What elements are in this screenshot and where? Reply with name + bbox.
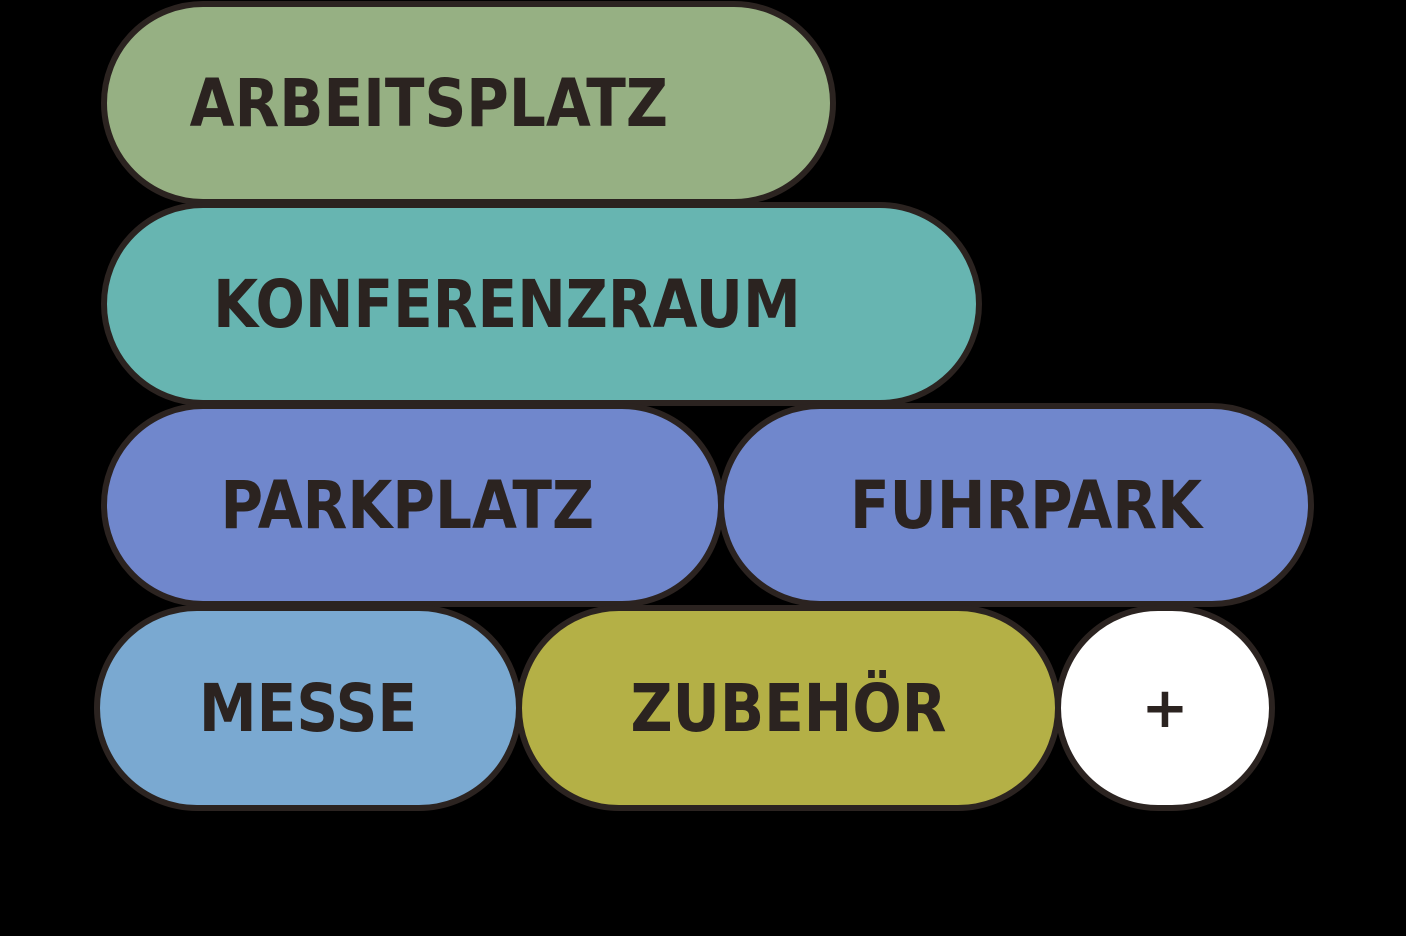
category-pill-parkplatz[interactable]: PARKPLATZ xyxy=(101,403,724,607)
category-label: KONFERENZRAUM xyxy=(212,265,801,343)
category-label: FUHRPARK xyxy=(849,466,1203,544)
category-pill-konferenzraum[interactable]: KONFERENZRAUM xyxy=(101,202,982,406)
category-pill-fuhrpark[interactable]: FUHRPARK xyxy=(718,403,1314,607)
category-pill-zubehoer[interactable]: ZUBEHÖR xyxy=(516,605,1061,811)
category-label: ZUBEHÖR xyxy=(630,669,947,747)
category-label: MESSE xyxy=(198,669,418,747)
plus-icon: + xyxy=(1141,675,1189,741)
category-pill-arbeitsplatz[interactable]: ARBEITSPLATZ xyxy=(101,1,836,205)
add-category-button[interactable]: + xyxy=(1055,605,1275,811)
category-label: PARKPLATZ xyxy=(220,466,595,544)
category-pill-messe[interactable]: MESSE xyxy=(94,605,522,811)
category-label: ARBEITSPLATZ xyxy=(189,64,668,142)
